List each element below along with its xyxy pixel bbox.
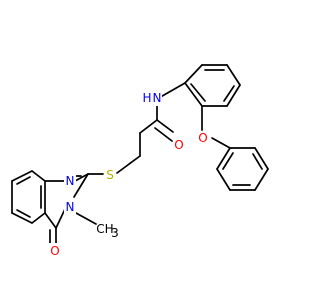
bond bbox=[44, 212, 57, 229]
bond bbox=[73, 173, 89, 198]
ether-oxygen-label: O bbox=[198, 131, 207, 145]
bond bbox=[184, 82, 203, 107]
bond bbox=[16, 209, 31, 218]
amide-oxygen-label: O bbox=[174, 138, 183, 152]
molecule-structure: N H O O S N N CH 3 O bbox=[11, 64, 269, 258]
bond bbox=[211, 137, 231, 149]
bond bbox=[226, 84, 241, 107]
ring-nitrogen-1-label: N bbox=[66, 174, 75, 188]
bond bbox=[252, 153, 263, 170]
bond bbox=[190, 83, 206, 102]
bond bbox=[226, 64, 241, 86]
bond bbox=[216, 168, 231, 191]
bond bbox=[16, 176, 31, 185]
methyl-subscript: 3 bbox=[111, 226, 119, 240]
nitrogen-hydrogen-label: H bbox=[142, 91, 151, 105]
bond bbox=[11, 170, 33, 182]
bond bbox=[11, 212, 33, 224]
bond bbox=[254, 147, 269, 170]
bond bbox=[154, 127, 173, 142]
bond bbox=[216, 147, 231, 170]
nitrogen-atom-label: N bbox=[153, 91, 162, 105]
bond bbox=[184, 64, 203, 84]
bonds bbox=[11, 64, 269, 244]
bond bbox=[31, 212, 46, 224]
bond bbox=[222, 152, 234, 170]
carbonyl-oxygen-label: O bbox=[50, 244, 59, 258]
bond bbox=[75, 212, 97, 225]
methyl-label: CH bbox=[96, 222, 113, 236]
bond bbox=[116, 155, 141, 174]
bond bbox=[139, 119, 158, 134]
atom-labels: N H O O S N N CH 3 O bbox=[49, 90, 209, 258]
ring-nitrogen-3-label: N bbox=[66, 200, 75, 214]
bond bbox=[223, 85, 235, 102]
sulfur-atom-label: S bbox=[106, 168, 114, 182]
bond bbox=[31, 170, 46, 182]
bond bbox=[156, 119, 174, 133]
bond bbox=[74, 173, 89, 182]
bond bbox=[254, 168, 269, 191]
